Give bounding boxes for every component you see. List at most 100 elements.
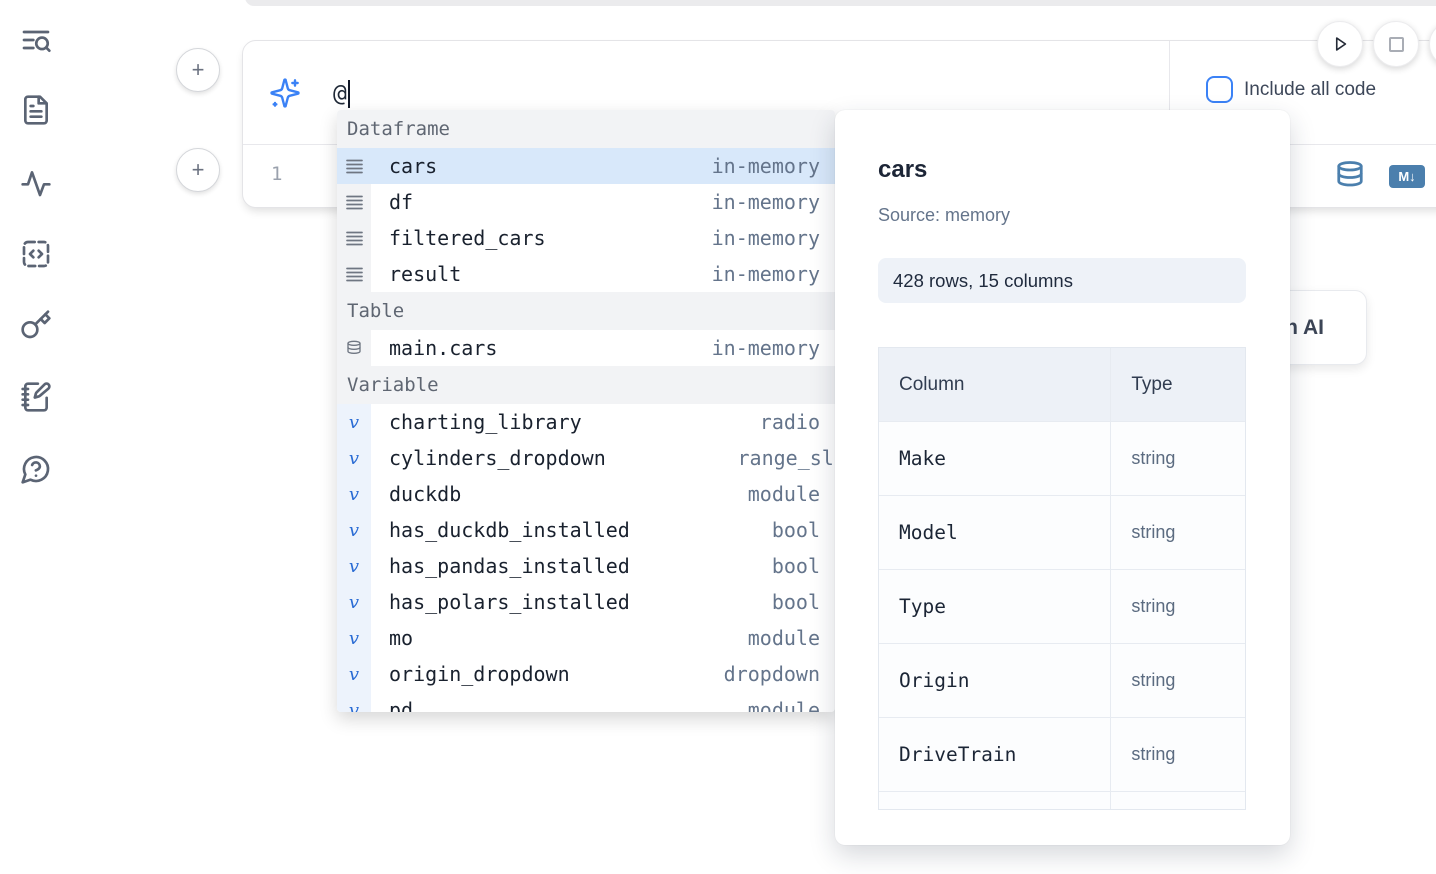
autocomplete-dropdown: Dataframe cars in-memory xyxy=(337,110,835,712)
item-detail: bool xyxy=(772,548,835,584)
item-name: pd xyxy=(371,692,413,712)
item-detail: module xyxy=(748,620,835,656)
preview-source: Source: memory xyxy=(878,205,1010,226)
item-detail: in-memory xyxy=(712,148,835,184)
item-name: mo xyxy=(371,620,413,656)
database-icon[interactable] xyxy=(1335,160,1365,190)
autocomplete-item[interactable]: result in-memory xyxy=(337,256,835,292)
column-type: string xyxy=(1131,670,1175,691)
ai-prompt-value: @ xyxy=(333,81,347,107)
item-name: has_duckdb_installed xyxy=(371,512,630,548)
dataframe-preview-panel: cars Source: memory 428 rows, 15 columns… xyxy=(835,110,1290,845)
column-name: Make xyxy=(899,447,946,470)
item-name: cylinders_dropdown xyxy=(371,440,606,476)
item-name: charting_library xyxy=(371,404,582,440)
notebook-edit-icon[interactable] xyxy=(20,381,52,413)
play-icon xyxy=(1327,31,1353,57)
sparkles-icon xyxy=(269,77,301,109)
autocomplete-item[interactable]: v pd module xyxy=(337,692,835,712)
column-name: Type xyxy=(899,595,946,618)
item-detail: dropdown xyxy=(724,656,835,692)
item-name: cars xyxy=(371,148,437,184)
item-detail: in-memory xyxy=(712,184,835,220)
column-type: string xyxy=(1131,596,1175,617)
autocomplete-item[interactable]: v has_duckdb_installed bool xyxy=(337,512,835,548)
autocomplete-item[interactable]: filtered_cars in-memory xyxy=(337,220,835,256)
autocomplete-section-header: Dataframe xyxy=(337,110,835,148)
table-list: main.cars in-memory xyxy=(337,330,835,366)
run-cell-button[interactable] xyxy=(1317,21,1363,67)
autocomplete-section-header: Variable xyxy=(337,366,835,404)
schema-table-row: Origin string xyxy=(879,644,1245,718)
schema-table-row: Model string xyxy=(879,496,1245,570)
variable-icon: v xyxy=(337,440,371,476)
column-name: Model xyxy=(899,521,958,544)
schema-table-body: Make string Model string Type string xyxy=(879,422,1245,810)
column-name: DriveTrain xyxy=(899,743,1016,766)
dataframe-list: cars in-memory df in-memory xyxy=(337,148,835,292)
column-type: string xyxy=(1131,522,1175,543)
item-name: df xyxy=(371,184,413,220)
autocomplete-item[interactable]: v has_polars_installed bool xyxy=(337,584,835,620)
markdown-icon[interactable]: M↓ xyxy=(1389,165,1425,188)
variable-list: v charting_library radio v cylinders_dro… xyxy=(337,404,835,712)
autocomplete-item[interactable]: v cylinders_dropdown range_slider xyxy=(337,440,835,476)
preview-shape-badge: 428 rows, 15 columns xyxy=(878,258,1246,303)
item-name: filtered_cars xyxy=(371,220,546,256)
item-detail: module xyxy=(748,692,835,712)
variable-icon: v xyxy=(337,620,371,656)
schema-table-header: Column Type xyxy=(879,348,1245,422)
variable-icon: v xyxy=(337,512,371,548)
autocomplete-item[interactable]: v mo module xyxy=(337,620,835,656)
autocomplete-item[interactable]: v origin_dropdown dropdown xyxy=(337,656,835,692)
column-name: Origin xyxy=(899,669,969,692)
item-detail: bool xyxy=(772,584,835,620)
key-icon[interactable] xyxy=(20,309,52,341)
variable-icon: v xyxy=(337,548,371,584)
include-all-code-label: Include all code xyxy=(1244,79,1376,101)
schema-table-row: DriveTrain string xyxy=(879,718,1245,792)
autocomplete-item[interactable]: main.cars in-memory xyxy=(337,330,835,366)
variable-icon: v xyxy=(337,476,371,512)
help-icon[interactable] xyxy=(20,453,52,485)
autocomplete-item[interactable]: v charting_library radio xyxy=(337,404,835,440)
autocomplete-section-header: Table xyxy=(337,292,835,330)
file-text-icon[interactable] xyxy=(20,94,52,126)
add-cell-below-button[interactable]: + xyxy=(176,148,220,192)
item-detail: range_slider xyxy=(738,440,836,476)
code-snippets-icon[interactable] xyxy=(20,238,52,270)
text-cursor xyxy=(348,80,350,108)
activity-icon[interactable] xyxy=(20,167,52,199)
rows-icon xyxy=(337,184,371,220)
ai-prompt-input[interactable]: @ xyxy=(333,78,350,110)
type-header: Type xyxy=(1131,374,1172,396)
item-name: main.cars xyxy=(371,330,497,366)
column-type: string xyxy=(1131,448,1175,469)
item-name: result xyxy=(371,256,461,292)
column-type: string xyxy=(1131,744,1175,765)
schema-table: Column Type Make string Model string xyxy=(878,347,1246,810)
schema-table-row: Make string xyxy=(879,422,1245,496)
item-detail: in-memory xyxy=(712,256,835,292)
add-cell-above-button[interactable]: + xyxy=(176,48,220,92)
text-search-icon[interactable] xyxy=(20,24,52,56)
rows-icon xyxy=(337,256,371,292)
item-detail: in-memory xyxy=(712,220,835,256)
include-all-code-checkbox[interactable] xyxy=(1206,76,1233,103)
schema-table-row: Type string xyxy=(879,570,1245,644)
rows-icon xyxy=(337,148,371,184)
variable-icon: v xyxy=(337,692,371,712)
autocomplete-item[interactable]: df in-memory xyxy=(337,184,835,220)
stop-cell-button[interactable] xyxy=(1373,21,1419,67)
variable-icon: v xyxy=(337,584,371,620)
autocomplete-item[interactable]: cars in-memory xyxy=(337,148,835,184)
rows-icon xyxy=(337,220,371,256)
item-name: duckdb xyxy=(371,476,461,512)
autocomplete-item[interactable]: v has_pandas_installed bool xyxy=(337,548,835,584)
variable-icon: v xyxy=(337,656,371,692)
preview-title: cars xyxy=(878,156,927,184)
item-detail: bool xyxy=(772,512,835,548)
autocomplete-item[interactable]: v duckdb module xyxy=(337,476,835,512)
item-name: origin_dropdown xyxy=(371,656,570,692)
